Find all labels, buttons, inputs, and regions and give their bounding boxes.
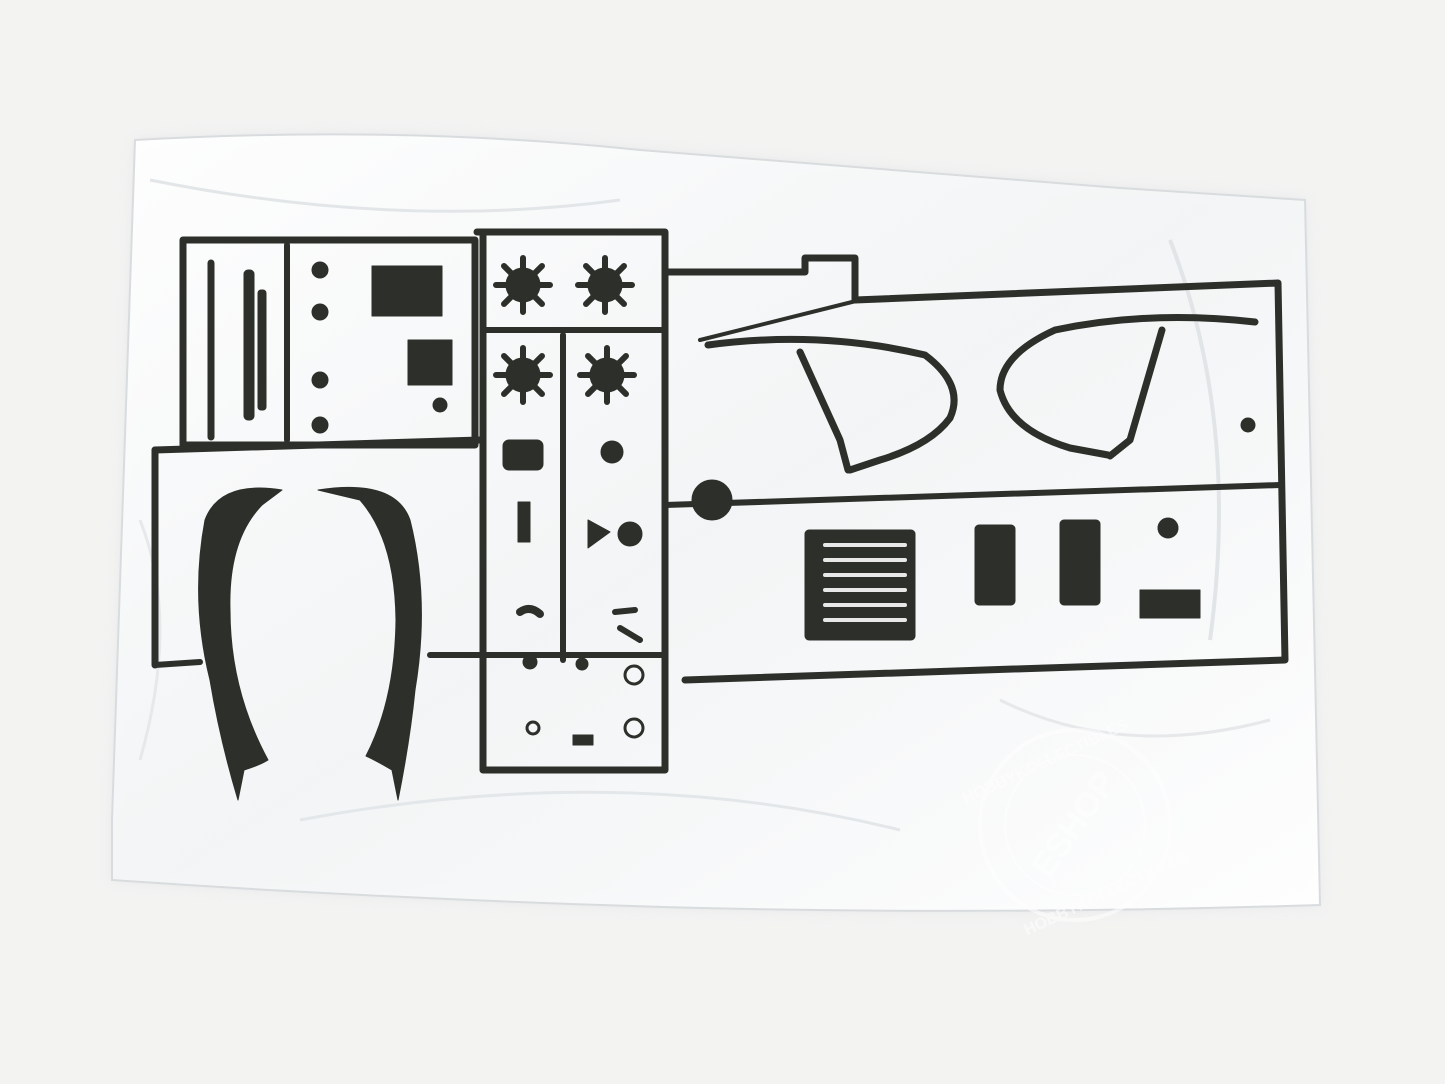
frame-rail-left <box>198 487 283 801</box>
gear-part-1 <box>493 255 553 315</box>
sprue-parts <box>198 255 1259 801</box>
gear-part-4 <box>577 345 637 405</box>
sprue-frame <box>151 228 1289 774</box>
handlebar-left <box>704 335 958 474</box>
frame-rail-right <box>317 486 422 801</box>
plastic-bag <box>111 133 1322 912</box>
gear-part-3 <box>493 345 553 405</box>
gear-part-2 <box>575 255 635 315</box>
radiator-part <box>804 529 916 641</box>
handlebar-right <box>996 314 1259 460</box>
